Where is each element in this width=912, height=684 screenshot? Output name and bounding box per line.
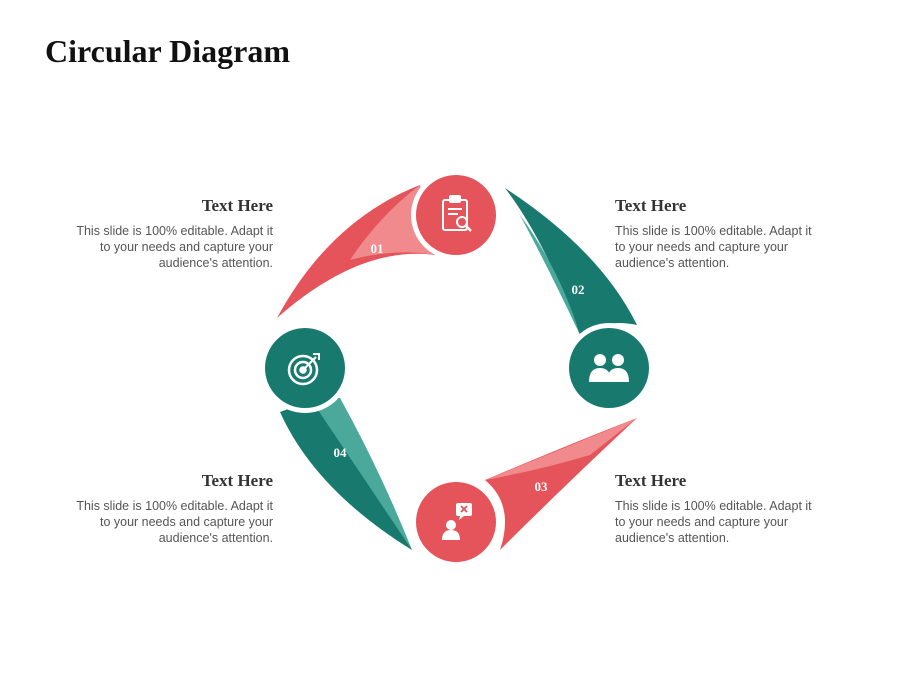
petal-02: 02 [505, 188, 637, 335]
step-circle-02 [564, 323, 654, 413]
text-block-heading: Text Here [201, 196, 273, 215]
text-block-02: Text Here This slide is 100% editable. A… [615, 196, 825, 271]
text-block-04: Text Here This slide is 100% editable. A… [63, 471, 273, 546]
petal-04: 04 [280, 398, 412, 550]
petal-03: 03 [485, 418, 637, 550]
step-number-01: 01 [371, 241, 384, 256]
target-icon [287, 353, 320, 386]
step-number-04: 04 [334, 445, 348, 460]
text-block-body: This slide is 100% editable. Adapt it to… [76, 224, 273, 270]
text-block-body: This slide is 100% editable. Adapt it to… [615, 499, 812, 545]
petal-01: 01 [277, 185, 435, 318]
text-block-01: Text Here This slide is 100% editable. A… [63, 196, 273, 271]
text-block-body: This slide is 100% editable. Adapt it to… [615, 224, 812, 270]
step-circle-03 [411, 477, 501, 567]
users-icon [589, 354, 629, 382]
step-number-03: 03 [535, 479, 549, 494]
text-block-heading: Text Here [615, 196, 687, 215]
text-block-heading: Text Here [201, 471, 273, 490]
text-block-heading: Text Here [615, 471, 687, 490]
page-title: Circular Diagram [45, 33, 290, 69]
text-block-03: Text Here This slide is 100% editable. A… [615, 471, 825, 546]
clipboard-search-icon [442, 195, 472, 232]
person-message-icon [442, 503, 472, 540]
step-number-02: 02 [572, 282, 585, 297]
text-block-body: This slide is 100% editable. Adapt it to… [76, 499, 273, 545]
step-circle-04 [260, 323, 350, 413]
step-circle-01 [411, 170, 501, 260]
